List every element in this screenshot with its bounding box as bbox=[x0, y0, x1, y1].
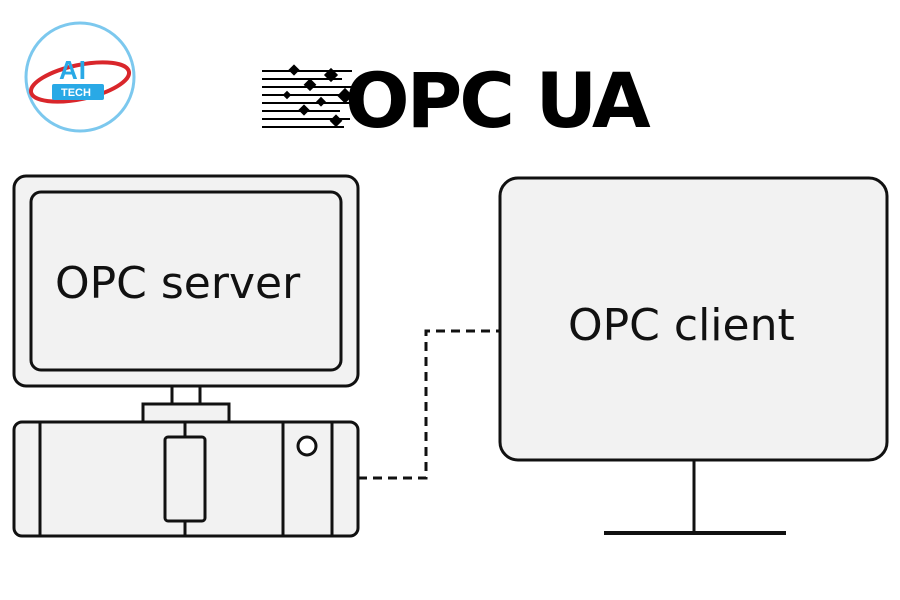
server-drive-bay bbox=[163, 435, 207, 523]
opc-ua-logo-pattern bbox=[262, 64, 357, 128]
ai-tech-logo bbox=[24, 21, 136, 133]
client-computer bbox=[498, 176, 889, 535]
logo-tech-bar bbox=[52, 84, 104, 100]
logo-sub-text: TECH bbox=[61, 87, 91, 99]
server-monitor-base bbox=[141, 402, 231, 424]
opc-ua-title: OPC UA bbox=[345, 56, 651, 145]
server-monitor-neck bbox=[170, 384, 202, 406]
logo-main-text: AI bbox=[59, 55, 87, 85]
server-label: OPC server bbox=[55, 258, 301, 309]
server-screen bbox=[29, 190, 343, 372]
connection-line bbox=[358, 329, 500, 480]
server-computer bbox=[12, 174, 360, 538]
server-power-button bbox=[296, 435, 318, 457]
client-label: OPC client bbox=[568, 300, 795, 351]
